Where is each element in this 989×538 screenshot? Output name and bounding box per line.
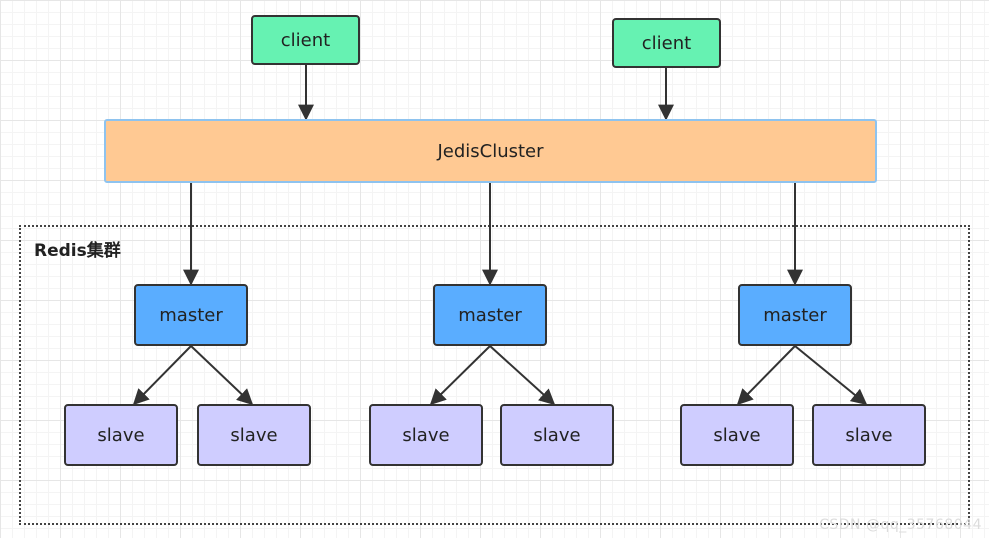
edge-master1-slave2 — [190, 345, 254, 406]
master-node-3: master — [738, 284, 852, 346]
slave-label: slave — [230, 424, 278, 446]
client-label: client — [280, 29, 331, 51]
slave-node-6: slave — [812, 404, 926, 466]
jediscluster-label: JedisCluster — [437, 140, 544, 162]
client-node-1: client — [251, 15, 360, 65]
slave-node-1: slave — [64, 404, 178, 466]
master-node-1: master — [134, 284, 248, 346]
slave-node-3: slave — [369, 404, 483, 466]
redis-cluster-group: Redis集群 — [19, 225, 970, 525]
slave-label: slave — [97, 424, 145, 446]
slave-node-2: slave — [197, 404, 311, 466]
slave-node-4: slave — [500, 404, 614, 466]
master-label: master — [763, 304, 827, 326]
slave-label: slave — [402, 424, 450, 446]
master-node-2: master — [433, 284, 547, 346]
cluster-label: Redis集群 — [34, 241, 121, 261]
slave-label: slave — [533, 424, 581, 446]
client-node-2: client — [612, 18, 721, 68]
watermark-text: CSDN @qq_35768044 — [819, 517, 982, 533]
client-label: client — [641, 32, 692, 54]
master-label: master — [159, 304, 223, 326]
edge-master2-slave3 — [429, 345, 491, 406]
slave-node-5: slave — [680, 404, 794, 466]
edge-master2-slave4 — [489, 345, 556, 406]
edge-master1-slave1 — [132, 345, 192, 406]
slave-label: slave — [713, 424, 761, 446]
jediscluster-node: JedisCluster — [104, 119, 877, 183]
slave-label: slave — [845, 424, 893, 446]
edge-master3-slave6 — [794, 345, 868, 406]
edge-master3-slave5 — [736, 345, 796, 406]
master-label: master — [458, 304, 522, 326]
